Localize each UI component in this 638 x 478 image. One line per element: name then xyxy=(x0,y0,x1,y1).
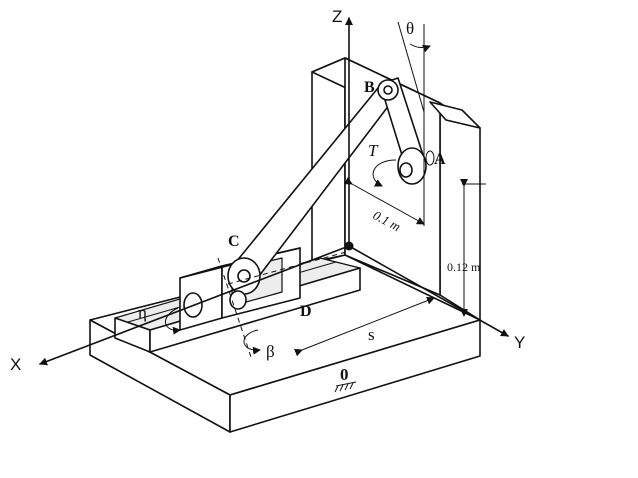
ground-hatch-4 xyxy=(349,382,354,390)
ground-reference: 0 xyxy=(334,365,357,393)
slider-centerline xyxy=(227,251,347,285)
axis-x-label: X xyxy=(10,355,21,374)
point-a-label: A xyxy=(434,151,446,168)
wall-front-face xyxy=(439,102,481,321)
eta-label: η xyxy=(138,303,147,322)
theta-arc xyxy=(409,43,431,53)
pin-d xyxy=(229,290,247,310)
torque-label: T xyxy=(368,141,379,160)
ground-hatch-1 xyxy=(334,385,339,393)
rotation-eta: η xyxy=(138,303,181,335)
slider-axis-lines xyxy=(217,251,347,361)
dim-012-label: 0.12 m xyxy=(447,260,481,274)
dim-01-line xyxy=(343,177,425,225)
ground-hatch-2 xyxy=(339,384,344,392)
shaft-a xyxy=(425,150,435,166)
ground-hatch-3 xyxy=(344,383,349,391)
wall-step xyxy=(429,101,481,129)
point-d-label: D xyxy=(300,303,312,320)
dim-s-line xyxy=(294,296,435,357)
origin-point xyxy=(344,241,354,251)
dimension-s: s xyxy=(294,296,435,357)
dimension-012: 0.12 m xyxy=(447,179,486,317)
pin-b xyxy=(383,85,393,95)
pin-c xyxy=(237,269,251,283)
connecting-rod xyxy=(227,87,397,310)
point-b-label: B xyxy=(364,79,375,96)
theta-crank-line xyxy=(397,21,425,113)
axis-z-label: Z xyxy=(332,7,342,26)
axes: Z X Y xyxy=(10,7,525,374)
point-c-label: C xyxy=(228,233,240,250)
eta-arc xyxy=(165,307,181,335)
axis-y-line xyxy=(348,245,509,337)
axis-y-label: Y xyxy=(514,333,525,352)
beta-label: β xyxy=(266,342,275,361)
beta-arc xyxy=(243,329,261,355)
origin-label: 0 xyxy=(340,365,349,384)
rotation-beta: β xyxy=(243,329,275,361)
theta-label: θ xyxy=(406,19,414,38)
ground-line xyxy=(335,381,357,387)
pin-a xyxy=(399,162,413,178)
dim-s-label: s xyxy=(368,325,375,344)
axis-x-line xyxy=(39,245,350,366)
